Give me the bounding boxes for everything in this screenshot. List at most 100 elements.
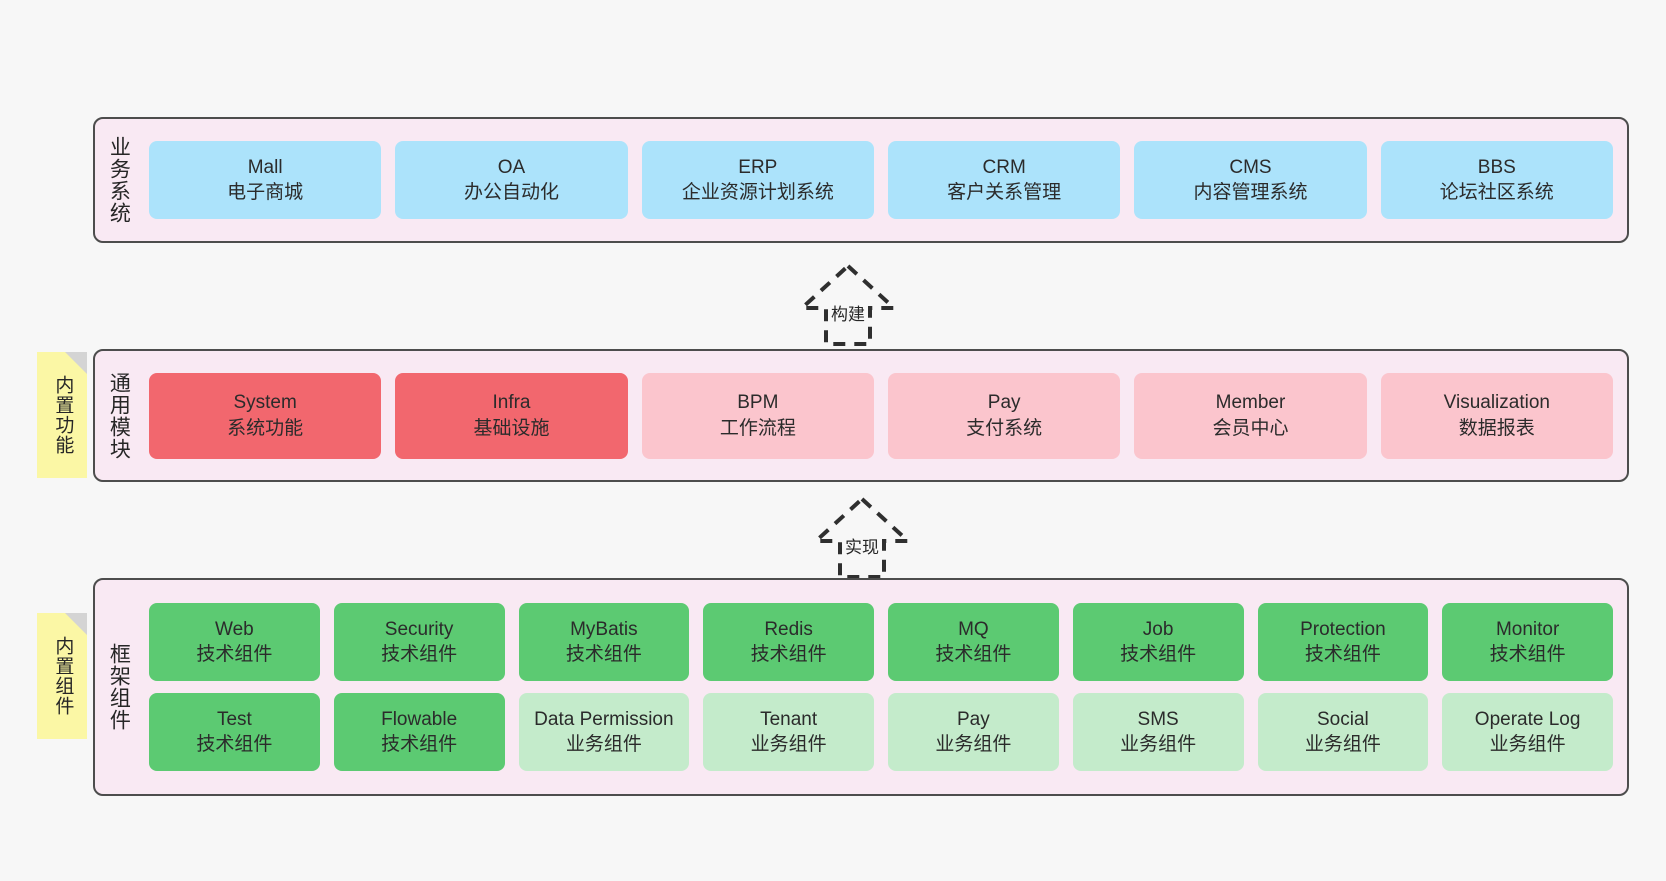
card-bbs[interactable]: BBS 论坛社区系统 — [1380, 141, 1613, 219]
card-title-cn: 客户关系管理 — [947, 182, 1062, 203]
card-test[interactable]: Test 技术组件 — [149, 693, 320, 771]
card-title-en: CRM — [982, 156, 1026, 178]
card-crm[interactable]: CRM 客户关系管理 — [887, 141, 1121, 219]
card-title-cn: 支付系统 — [966, 417, 1043, 439]
common-module-card-list: System 系统功能 Infra 基础设施 BPM 工作流程 Pay 支付系统… — [141, 351, 1627, 480]
card-monitor[interactable]: Monitor 技术组件 — [1442, 603, 1613, 681]
card-visualization[interactable]: Visualization 数据报表 — [1380, 372, 1613, 459]
card-title-en: Infra — [492, 392, 531, 414]
layer-framework-component: 框架组件 Web 技术组件 Security 技术组件 MyBatis 技术组件… — [93, 578, 1629, 796]
card-title-en: Job — [1142, 618, 1174, 640]
note-builtin-function: 内置功能 — [37, 352, 87, 478]
card-title-cn: 业务组件 — [750, 734, 827, 755]
card-pay-component[interactable]: Pay 业务组件 — [888, 693, 1059, 771]
card-title-cn: 业务组件 — [935, 734, 1012, 755]
card-member[interactable]: Member 会员中心 — [1134, 372, 1367, 459]
card-title-en: CMS — [1229, 156, 1272, 178]
card-cms[interactable]: CMS 内容管理系统 — [1134, 141, 1367, 219]
card-system[interactable]: System 系统功能 — [149, 372, 382, 459]
card-title-cn: 内容管理系统 — [1193, 182, 1308, 203]
card-title-cn: 技术组件 — [381, 644, 458, 665]
card-title-cn: 技术组件 — [1304, 644, 1381, 665]
connector-build: 构建 — [798, 262, 898, 348]
card-title-en: BBS — [1477, 156, 1516, 178]
card-operate-log[interactable]: Operate Log 业务组件 — [1442, 693, 1613, 771]
card-web[interactable]: Web 技术组件 — [149, 603, 320, 681]
card-title-en: MyBatis — [570, 618, 638, 640]
card-title-cn: 基础设施 — [473, 417, 550, 439]
connector-implement: 实现 — [812, 495, 912, 581]
card-protection[interactable]: Protection 技术组件 — [1257, 603, 1429, 681]
card-mybatis[interactable]: MyBatis 技术组件 — [518, 603, 690, 681]
card-title-en: Redis — [764, 618, 813, 640]
card-title-en: Visualization — [1443, 392, 1550, 414]
layer-title-business-system: 业务系统 — [107, 136, 131, 224]
card-title-cn: 技术组件 — [935, 644, 1012, 665]
card-title-cn: 工作流程 — [719, 417, 796, 439]
layer-business-system: 业务系统 Mall 电子商城 OA 办公自动化 ERP 企业资源计划系统 CRM… — [93, 117, 1629, 243]
card-mall[interactable]: Mall 电子商城 — [149, 141, 382, 219]
card-title-en: SMS — [1137, 708, 1179, 730]
card-title-cn: 业务组件 — [1120, 734, 1197, 755]
card-title-cn: 业务组件 — [1489, 734, 1566, 755]
card-title-cn: 业务组件 — [1304, 734, 1381, 755]
card-flowable[interactable]: Flowable 技术组件 — [333, 693, 505, 771]
card-title-cn: 技术组件 — [1120, 644, 1197, 665]
card-title-cn: 技术组件 — [196, 734, 273, 755]
card-pay-module[interactable]: Pay 支付系统 — [887, 372, 1121, 459]
card-title-en: Monitor — [1495, 618, 1560, 640]
card-oa[interactable]: OA 办公自动化 — [395, 141, 628, 219]
card-infra[interactable]: Infra 基础设施 — [395, 372, 628, 459]
card-title-en: Pay — [957, 708, 990, 730]
card-title-en: Protection — [1300, 618, 1386, 640]
card-title-en: OA — [497, 156, 526, 178]
card-security[interactable]: Security 技术组件 — [333, 603, 505, 681]
card-title-en: Tenant — [760, 708, 818, 730]
card-title-cn: 技术组件 — [750, 644, 827, 665]
card-sms[interactable]: SMS 业务组件 — [1072, 693, 1244, 771]
card-title-cn: 系统功能 — [227, 417, 304, 439]
card-redis[interactable]: Redis 技术组件 — [703, 603, 874, 681]
card-title-cn: 业务组件 — [565, 734, 642, 755]
card-title-cn: 数据报表 — [1458, 417, 1535, 439]
card-title-en: Data Permission — [534, 708, 674, 730]
card-mq[interactable]: MQ 技术组件 — [888, 603, 1059, 681]
card-title-en: MQ — [958, 618, 989, 640]
card-social[interactable]: Social 业务组件 — [1257, 693, 1429, 771]
card-title-cn: 办公自动化 — [463, 182, 559, 203]
card-title-en: Member — [1215, 392, 1286, 414]
card-title-en: Pay — [987, 392, 1021, 414]
card-title-en: ERP — [738, 156, 778, 178]
card-title-en: Flowable — [381, 708, 458, 730]
card-title-cn: 企业资源计划系统 — [681, 182, 834, 203]
card-title-cn: 电子商城 — [227, 182, 304, 203]
business-system-card-list: Mall 电子商城 OA 办公自动化 ERP 企业资源计划系统 CRM 客户关系… — [141, 119, 1627, 241]
card-title-cn: 技术组件 — [1489, 644, 1566, 665]
card-title-en: Mall — [247, 156, 283, 178]
layer-title-framework-component: 框架组件 — [107, 643, 131, 731]
note-builtin-function-label: 内置功能 — [52, 375, 74, 455]
card-title-cn: 技术组件 — [565, 644, 642, 665]
note-builtin-component-label: 内置组件 — [52, 636, 74, 716]
card-title-en: BPM — [737, 392, 779, 414]
layer-title-common-module: 通用模块 — [107, 371, 131, 460]
card-title-en: Security — [384, 618, 454, 640]
up-arrow-dashed-icon — [812, 496, 912, 579]
card-title-en: Web — [215, 618, 254, 640]
card-title-cn: 论坛社区系统 — [1439, 182, 1554, 203]
card-title-en: Test — [216, 708, 252, 730]
framework-row-business: Test 技术组件 Flowable 技术组件 Data Permission … — [149, 693, 1613, 771]
card-erp[interactable]: ERP 企业资源计划系统 — [641, 141, 874, 219]
layer-common-module: 通用模块 System 系统功能 Infra 基础设施 BPM 工作流程 Pay… — [93, 349, 1629, 482]
framework-row-technical: Web 技术组件 Security 技术组件 MyBatis 技术组件 Redi… — [149, 603, 1613, 681]
card-data-permission[interactable]: Data Permission 业务组件 — [518, 693, 690, 771]
card-title-cn: 技术组件 — [381, 734, 458, 755]
card-job[interactable]: Job 技术组件 — [1072, 603, 1244, 681]
note-builtin-component: 内置组件 — [37, 613, 87, 739]
card-bpm[interactable]: BPM 工作流程 — [641, 372, 874, 459]
card-title-en: Operate Log — [1474, 708, 1581, 730]
framework-component-grid: Web 技术组件 Security 技术组件 MyBatis 技术组件 Redi… — [141, 580, 1627, 794]
card-title-en: System — [233, 392, 297, 414]
card-tenant[interactable]: Tenant 业务组件 — [703, 693, 874, 771]
